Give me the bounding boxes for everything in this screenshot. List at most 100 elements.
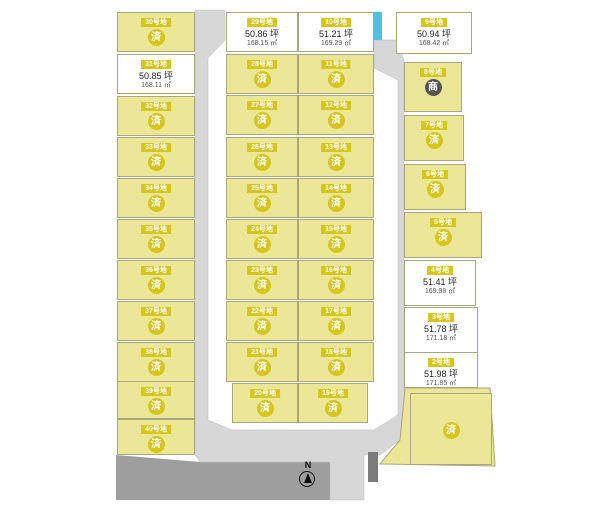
plot-p12[interactable]: 12号地済 xyxy=(298,95,374,135)
sold-badge: 済 xyxy=(147,113,165,130)
plot-area-tsubo: 51.78 坪 xyxy=(423,324,459,334)
plot-p11[interactable]: 11号地済 xyxy=(298,54,374,94)
plot-number: 12号地 xyxy=(321,101,351,110)
plot-p5[interactable]: 5号地済 xyxy=(404,212,482,258)
sold-badge: 済 xyxy=(425,132,443,149)
sold-badge: 済 xyxy=(147,318,165,335)
plot-number: 15号地 xyxy=(321,225,351,234)
plot-number: 35号地 xyxy=(141,225,171,234)
plot-number: 5号地 xyxy=(430,218,456,227)
sold-badge: 済 xyxy=(253,71,271,88)
plot-p30[interactable]: 30号地済 xyxy=(117,12,195,52)
plot-p26[interactable]: 26号地済 xyxy=(226,137,298,177)
plot-area-tsubo: 50.85 坪 xyxy=(138,71,174,81)
plot-number: 25号地 xyxy=(247,184,277,193)
plot-number: 19号地 xyxy=(318,389,348,398)
plot-p19[interactable]: 19号地済 xyxy=(298,383,368,423)
sold-badge: 済 xyxy=(327,71,345,88)
sold-badge: 済 xyxy=(327,154,345,171)
plot-p1[interactable]: 済 xyxy=(410,393,492,465)
plot-p27[interactable]: 27号地済 xyxy=(226,95,298,135)
plot-number: 14号地 xyxy=(321,184,351,193)
sold-badge: 済 xyxy=(147,277,165,294)
plot-number: 22号地 xyxy=(247,307,277,316)
plot-area-sqm: 168.15 ㎡ xyxy=(246,40,278,47)
plot-p33[interactable]: 33号地済 xyxy=(117,137,195,177)
plot-p28[interactable]: 28号地済 xyxy=(226,54,298,94)
plot-number: 26号地 xyxy=(247,143,277,152)
plot-area-sqm: 168.42 ㎡ xyxy=(418,40,450,47)
plot-p7[interactable]: 7号地済 xyxy=(404,115,464,161)
plot-p22[interactable]: 22号地済 xyxy=(226,301,298,341)
plot-area-tsubo: 51.98 坪 xyxy=(423,369,459,379)
plot-p34[interactable]: 34号地済 xyxy=(117,178,195,218)
plot-p37[interactable]: 37号地済 xyxy=(117,301,195,341)
plot-p36[interactable]: 36号地済 xyxy=(117,260,195,300)
plot-p6[interactable]: 6号地済 xyxy=(404,164,466,210)
plot-p13[interactable]: 13号地済 xyxy=(298,137,374,177)
plot-number: 24号地 xyxy=(247,225,277,234)
plot-number: 16号地 xyxy=(321,266,351,275)
plot-p20[interactable]: 20号地済 xyxy=(232,383,298,423)
plot-p16[interactable]: 16号地済 xyxy=(298,260,374,300)
plot-p25[interactable]: 25号地済 xyxy=(226,178,298,218)
sold-badge: 済 xyxy=(327,359,345,376)
plot-p23[interactable]: 23号地済 xyxy=(226,260,298,300)
sold-badge: 済 xyxy=(253,195,271,212)
plot-number: 8号地 xyxy=(420,68,446,77)
plot-number: 20号地 xyxy=(250,389,280,398)
plot-number: 33号地 xyxy=(141,143,171,152)
plot-p24[interactable]: 24号地済 xyxy=(226,219,298,259)
plot-number: 23号地 xyxy=(247,266,277,275)
north-arrow-icon xyxy=(304,473,312,483)
plot-p38[interactable]: 38号地済 xyxy=(117,342,195,382)
sold-badge: 済 xyxy=(327,318,345,335)
plot-number: 3号地 xyxy=(428,313,454,322)
plot-number: 28号地 xyxy=(247,60,277,69)
plot-p18[interactable]: 18号地済 xyxy=(298,342,374,382)
plot-p15[interactable]: 15号地済 xyxy=(298,219,374,259)
plot-p21[interactable]: 21号地済 xyxy=(226,342,298,382)
sold-badge: 済 xyxy=(327,195,345,212)
plot-number: 13号地 xyxy=(321,143,351,152)
plot-area-sqm: 169.29 ㎡ xyxy=(320,40,352,47)
plot-number: 2号地 xyxy=(428,358,454,367)
plot-p32[interactable]: 32号地済 xyxy=(117,96,195,136)
water-strip xyxy=(374,12,382,40)
plot-area-sqm: 168.11 ㎡ xyxy=(141,82,171,89)
plot-number: 29号地 xyxy=(247,18,277,27)
sold-badge: 済 xyxy=(147,236,165,253)
plot-number: 27号地 xyxy=(247,101,277,110)
shop-badge: 商 xyxy=(424,79,442,96)
plot-p35[interactable]: 35号地済 xyxy=(117,219,195,259)
plot-number: 21号地 xyxy=(247,348,277,357)
plot-area-sqm: 169.98 ㎡ xyxy=(424,288,456,295)
plot-p17[interactable]: 17号地済 xyxy=(298,301,374,341)
sold-badge: 済 xyxy=(147,436,165,453)
north-label: N xyxy=(304,460,312,470)
dark-block xyxy=(368,452,378,482)
sold-badge: 済 xyxy=(147,195,165,212)
plot-number: 10号地 xyxy=(321,18,351,27)
plot-number: 11号地 xyxy=(321,60,351,69)
plot-area-tsubo: 50.94 坪 xyxy=(416,29,452,39)
sold-badge: 済 xyxy=(426,181,444,198)
sold-badge: 済 xyxy=(253,359,271,376)
sold-badge: 済 xyxy=(253,318,271,335)
plot-p8[interactable]: 8号地商 xyxy=(404,62,462,112)
plot-p39[interactable]: 39号地済 xyxy=(117,381,195,419)
sold-badge: 済 xyxy=(253,277,271,294)
plot-p14[interactable]: 14号地済 xyxy=(298,178,374,218)
plot-p40[interactable]: 40号地済 xyxy=(117,419,195,455)
lower-gray-area xyxy=(116,455,330,500)
plot-number: 7号地 xyxy=(421,121,447,130)
plot-number: 4号地 xyxy=(427,266,453,275)
plot-area-sqm: 171.85 ㎡ xyxy=(425,380,457,387)
